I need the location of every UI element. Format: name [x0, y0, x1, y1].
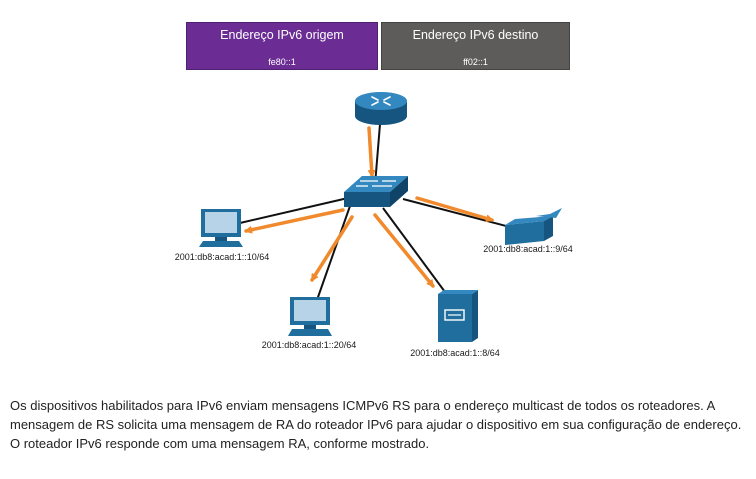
arrow-switch-to-printer	[415, 196, 494, 223]
server-icon	[438, 290, 478, 342]
destination-address-value: ff02::1	[463, 57, 488, 67]
printer-address: 2001:db8:acad:1::9/64	[483, 244, 573, 254]
link-switch-printer	[402, 198, 511, 228]
source-address-box: Endereço IPv6 origem fe80::1	[186, 22, 378, 70]
server-address: 2001:db8:acad:1::8/64	[410, 348, 500, 358]
arrow-switch-to-pc-left	[244, 208, 345, 234]
link-switch-pc-left	[239, 197, 349, 224]
message-arrows	[244, 126, 494, 288]
network-diagram: 2001:db8:acad:1::10/64 2001:db8:acad:1::…	[175, 92, 573, 358]
printer-icon	[505, 208, 562, 245]
source-address-value: fe80::1	[268, 57, 296, 67]
switch-icon	[344, 176, 408, 207]
description-text: Os dispositivos habilitados para IPv6 en…	[10, 398, 742, 451]
pc-bottom-icon	[288, 297, 332, 336]
arrow-switch-to-pc-bottom	[310, 215, 354, 282]
destination-address-box: Endereço IPv6 destino ff02::1	[381, 22, 570, 70]
pc-left-icon	[199, 209, 243, 247]
source-address-title: Endereço IPv6 origem	[220, 28, 344, 42]
arrow-switch-to-server	[373, 213, 435, 288]
pc-bottom-address: 2001:db8:acad:1::20/64	[262, 340, 357, 350]
link-switch-pc-bottom	[316, 205, 351, 301]
link-switch-server	[382, 207, 446, 293]
arrow-router-to-switch	[367, 126, 376, 178]
destination-address-title: Endereço IPv6 destino	[412, 28, 539, 42]
router-icon	[355, 92, 407, 125]
pc-left-address: 2001:db8:acad:1::10/64	[175, 252, 270, 262]
